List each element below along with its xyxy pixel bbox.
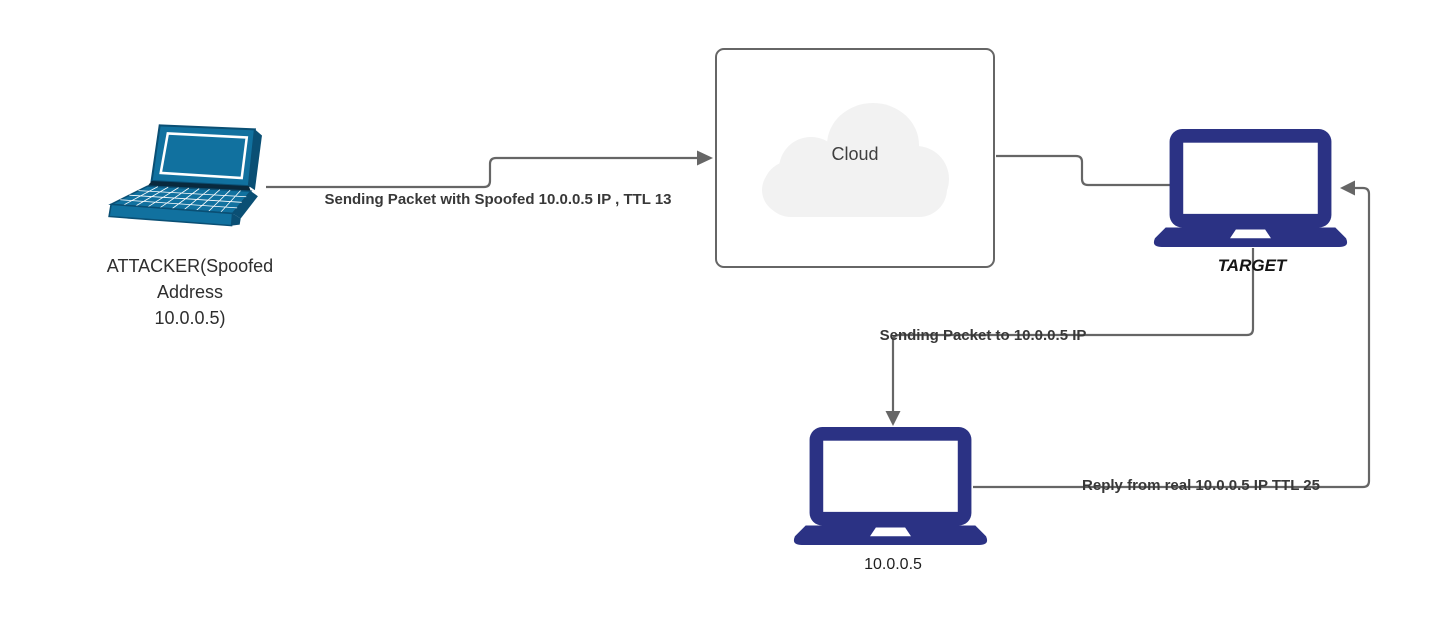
real-host-laptop-icon xyxy=(793,427,988,546)
attacker-label-line-3: 10.0.0.5) xyxy=(154,308,226,328)
arrowhead-into-real-host-icon xyxy=(885,411,901,426)
edge-real-host-to-target xyxy=(973,186,1371,489)
attacker-label: ATTACKER(Spoofed Address 10.0.0.5) xyxy=(75,253,305,331)
attacker-label-line-1: ATTACKER(Spoofed xyxy=(106,256,274,276)
keyboard-grid xyxy=(120,186,247,213)
cloud-icon xyxy=(762,103,949,217)
target-label: TARGET xyxy=(1217,256,1287,275)
arrowhead-into-cloud-icon xyxy=(697,150,713,166)
arrowhead-into-target-icon xyxy=(1340,180,1355,196)
attacker-label-line-2: Address xyxy=(156,282,224,302)
cloud-label: Cloud xyxy=(831,144,879,164)
edge-label-sending-packet: Sending Packet to 10.0.0.5 IP xyxy=(879,327,1087,344)
edge-label-reply-packet: Reply from real 10.0.0.5 IP TTL 25 xyxy=(1082,477,1320,494)
cloud-node: Cloud xyxy=(715,48,995,268)
real-host-label: 10.0.0.5 xyxy=(864,556,922,573)
edge-attacker-to-cloud xyxy=(266,156,698,189)
edge-target-to-real-host xyxy=(891,248,1255,411)
attacker-laptop-icon xyxy=(108,124,262,227)
target-laptop-icon xyxy=(1153,129,1348,248)
edge-cloud-to-target xyxy=(996,154,1170,187)
edge-label-spoofed-packet: Sending Packet with Spoofed 10.0.0.5 IP … xyxy=(324,191,672,208)
